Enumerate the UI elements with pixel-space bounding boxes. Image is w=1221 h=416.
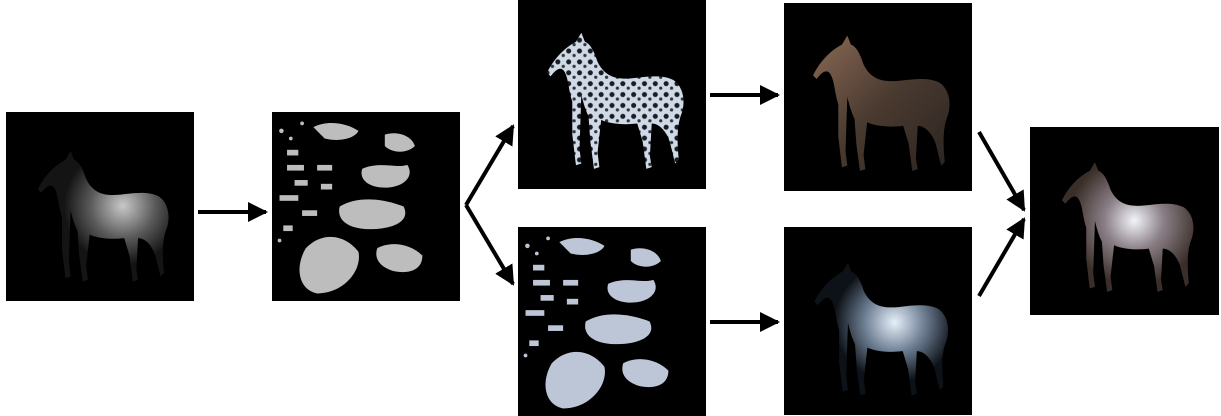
final-horse-panel [1030,127,1219,315]
horse-silhouette-final [1061,162,1194,292]
arrow-blue-lit-to-final [977,217,1026,298]
arrow-brown-to-final [977,131,1026,212]
input-render-panel [6,112,194,301]
uv-map-panel-bottom [518,227,706,416]
horse-silhouette-blue [814,262,949,396]
horse-silhouette-brown [813,35,950,171]
textured-horse-panel-top [518,0,706,189]
uv-map-blue [523,236,669,409]
horse-silhouette-grey [37,151,169,282]
arrow-uv-to-uv-blue [464,203,515,286]
horse-silhouette-speckled [547,32,684,169]
blue-lit-horse-panel [784,227,972,415]
arrow-uv-to-textured [464,124,515,207]
uv-map-grey [277,121,423,294]
brown-horse-panel [784,3,972,191]
uv-map-panel [272,112,460,301]
